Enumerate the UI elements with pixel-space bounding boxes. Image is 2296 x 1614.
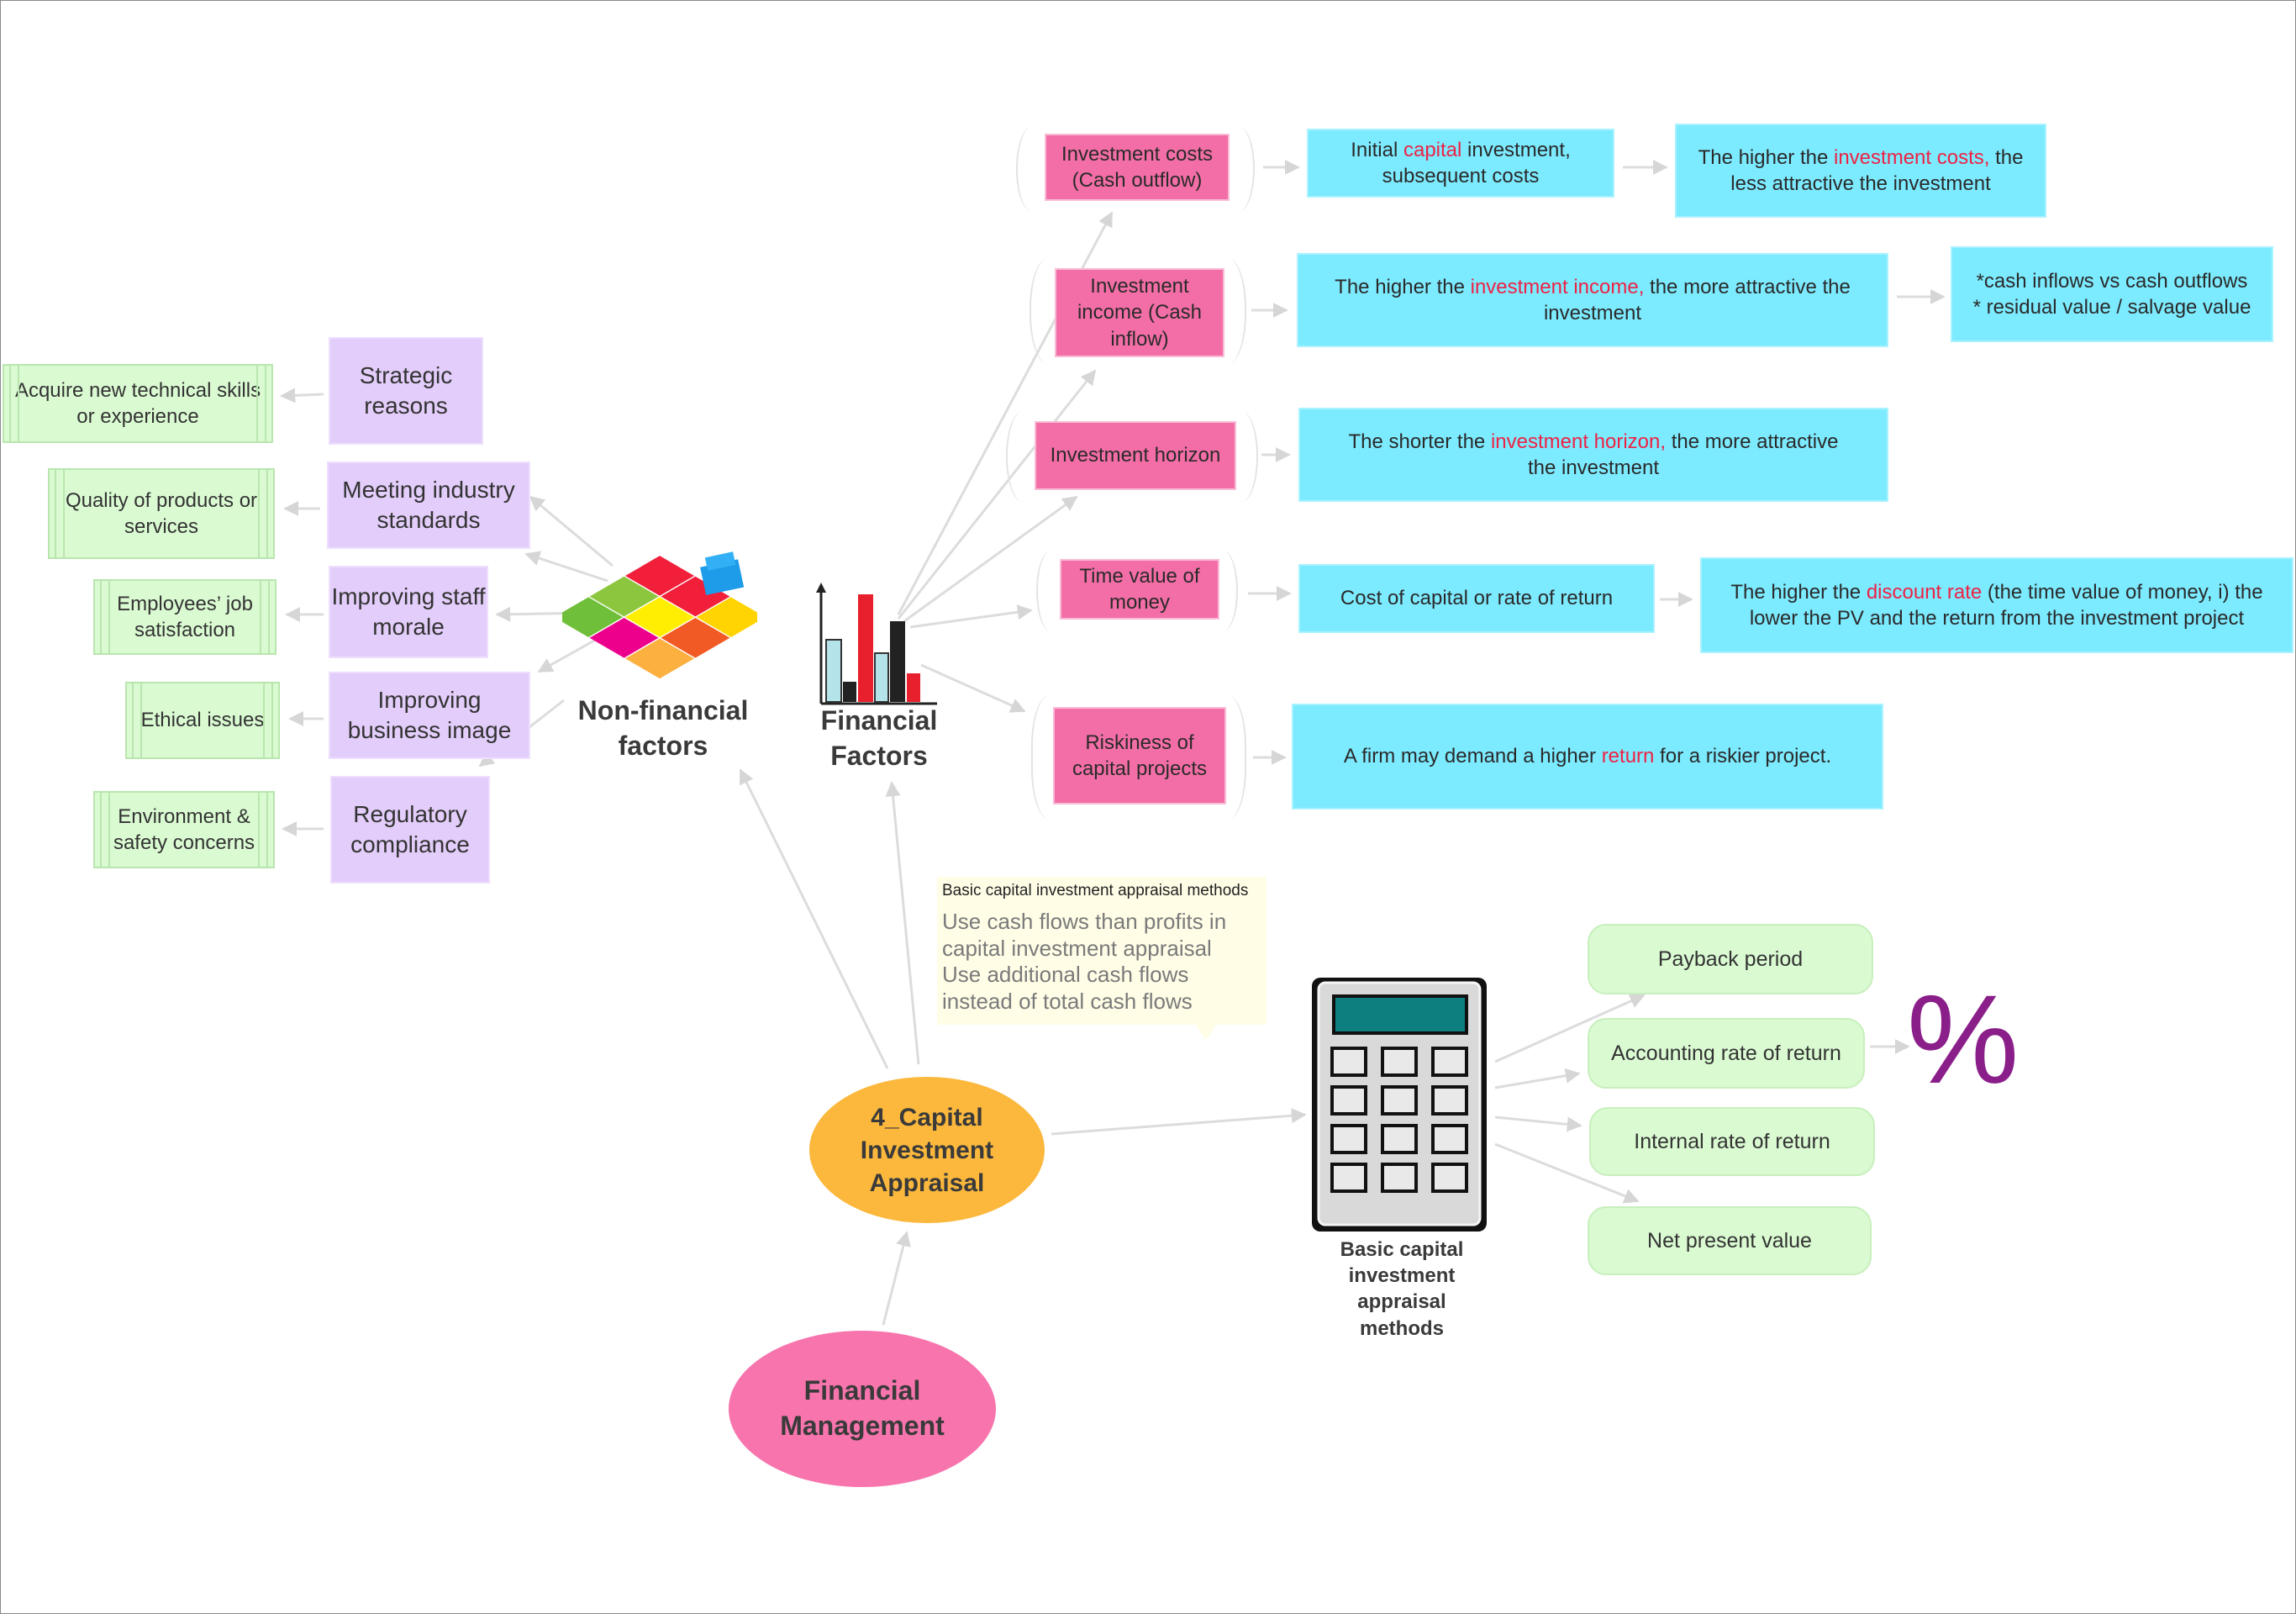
root-node-financial-management[interactable]: Financial Management: [729, 1331, 996, 1487]
detail-ethical[interactable]: Ethical issues: [125, 682, 280, 759]
bracket-investment-costs: [1016, 127, 1255, 211]
detail-environment[interactable]: Environment & safety concerns: [93, 791, 275, 868]
method-payback-period[interactable]: Payback period: [1588, 924, 1873, 994]
main-node-capital-investment-appraisal[interactable]: 4_Capital Investment Appraisal: [809, 1077, 1045, 1223]
highlight-text: investment horizon,: [1490, 430, 1667, 453]
text: The shorter the: [1348, 430, 1491, 453]
text: the less attractive the investment: [1730, 145, 2024, 195]
text: Initial: [1351, 138, 1403, 161]
methods-title[interactable]: Basic capital investment appraisal metho…: [1340, 1238, 1464, 1340]
detail-cost-of-capital[interactable]: Cost of capital or rate of return: [1298, 564, 1655, 633]
bar-chart-icon: [816, 583, 937, 705]
text: the more attractive the investment: [1543, 275, 1851, 324]
detail-riskier-project[interactable]: A firm may demand a higher return for a …: [1292, 704, 1883, 810]
text: the more attractive the investment: [1527, 430, 1839, 479]
method-internal-rate-of-return[interactable]: Internal rate of return: [1589, 1107, 1875, 1176]
method-accounting-rate-of-return[interactable]: Accounting rate of return: [1588, 1018, 1865, 1089]
highlight-text: capital: [1403, 138, 1462, 161]
highlight-text: investment costs,: [1834, 145, 1990, 169]
text: The higher the: [1730, 580, 1867, 604]
detail-income-attractiveness[interactable]: The higher the investment income, the mo…: [1297, 253, 1888, 347]
highlight-text: return: [1601, 745, 1655, 768]
text: for a riskier project.: [1654, 745, 1832, 768]
text: investment, subsequent costs: [1382, 138, 1571, 187]
text: Cost of capital or rate of return: [1340, 587, 1614, 610]
detail-cash-flows-note[interactable]: *cash inflows vs cash outflows * residua…: [1951, 246, 2273, 342]
note-callout-tail: [1194, 1023, 1218, 1040]
factor-investment-horizon[interactable]: Investment horizon: [1035, 421, 1236, 490]
bracket-time-value: [1036, 551, 1238, 631]
non-financial-factors-title[interactable]: Non-financial factors: [577, 695, 749, 761]
note-callout[interactable]: Basic capital investment appraisal metho…: [937, 877, 1266, 1025]
text: (the time value of money, i) the lower t…: [1749, 580, 2263, 630]
reason-staff-morale[interactable]: Improving staff morale: [329, 566, 488, 658]
factor-investment-income[interactable]: Investment income (Cash inflow): [1055, 268, 1224, 357]
detail-initial-capital[interactable]: Initial capital investment, subsequent c…: [1307, 129, 1614, 198]
detail-discount-rate[interactable]: The higher the discount rate (the time v…: [1700, 557, 2293, 653]
bracket-investment-horizon: [1006, 411, 1258, 502]
note-body: Use cash flows than profits in capital i…: [942, 909, 1227, 1015]
reason-industry-standards[interactable]: Meeting industry standards: [327, 462, 530, 549]
highlight-text: investment income,: [1470, 275, 1645, 298]
highlight-text: discount rate: [1866, 580, 1983, 604]
reason-regulatory[interactable]: Regulatory compliance: [330, 776, 490, 883]
detail-costs-attractiveness[interactable]: The higher the investment costs, the les…: [1675, 124, 2046, 218]
text: The higher the: [1335, 275, 1471, 298]
percent-icon: %: [1907, 968, 2020, 1110]
financial-factors-title[interactable]: Financial Factors: [820, 705, 938, 771]
calculator-icon: [1312, 978, 1487, 1232]
factor-time-value[interactable]: Time value of money: [1060, 559, 1219, 620]
text: *cash inflows vs cash outflows * residua…: [1972, 269, 2251, 319]
text: The higher the: [1698, 145, 1834, 169]
bracket-riskiness: [1031, 695, 1246, 820]
detail-job-satisfaction[interactable]: Employees’ job satisfaction: [93, 579, 276, 655]
detail-horizon-attractiveness[interactable]: The shorter the investment horizon, the …: [1298, 408, 1888, 502]
puzzle-icon: [562, 551, 757, 679]
detail-technical-skills[interactable]: Acquire new technical skills or experien…: [3, 364, 273, 443]
method-net-present-value[interactable]: Net present value: [1588, 1206, 1872, 1275]
factor-riskiness[interactable]: Riskiness of capital projects: [1053, 707, 1226, 804]
reason-business-image[interactable]: Improving business image: [329, 672, 530, 759]
detail-quality[interactable]: Quality of products or services: [48, 468, 275, 559]
text: A firm may demand a higher: [1343, 745, 1602, 768]
factor-investment-costs[interactable]: Investment costs (Cash outflow): [1045, 134, 1230, 201]
reason-strategic[interactable]: Strategic reasons: [329, 337, 483, 445]
note-title: Basic capital investment appraisal metho…: [942, 882, 1249, 899]
bracket-investment-income: [1030, 258, 1246, 364]
